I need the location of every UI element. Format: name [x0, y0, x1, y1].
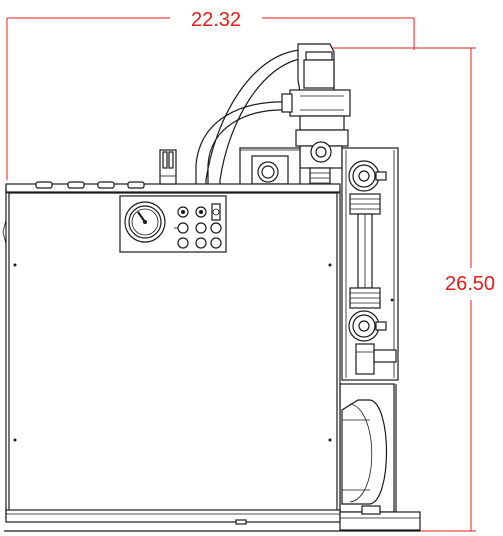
- height-dimension: 26.50: [300, 47, 495, 532]
- rear-upper-plate: [239, 147, 301, 189]
- drain-valve: [355, 343, 397, 375]
- control-panel: [119, 195, 227, 253]
- width-dimension: 22.32: [6, 9, 415, 180]
- pump-motor: [339, 383, 397, 514]
- hose-assembly: [195, 49, 306, 190]
- height-dimension-label: 26.50: [445, 273, 495, 295]
- lid-handle: [159, 149, 177, 185]
- width-dimension-label: 22.32: [191, 9, 241, 31]
- solenoid-valve: [281, 43, 351, 131]
- sight-glass-lower-valve: [348, 310, 387, 342]
- indicator-lights: [177, 203, 221, 221]
- sight-glass-tube: [349, 193, 381, 309]
- control-buttons: [174, 222, 222, 249]
- pressure-gauge-icon: [124, 201, 166, 243]
- valve-body: [295, 129, 349, 189]
- sight-glass-upper-valve: [348, 160, 387, 192]
- cabinet-base: [4, 505, 421, 532]
